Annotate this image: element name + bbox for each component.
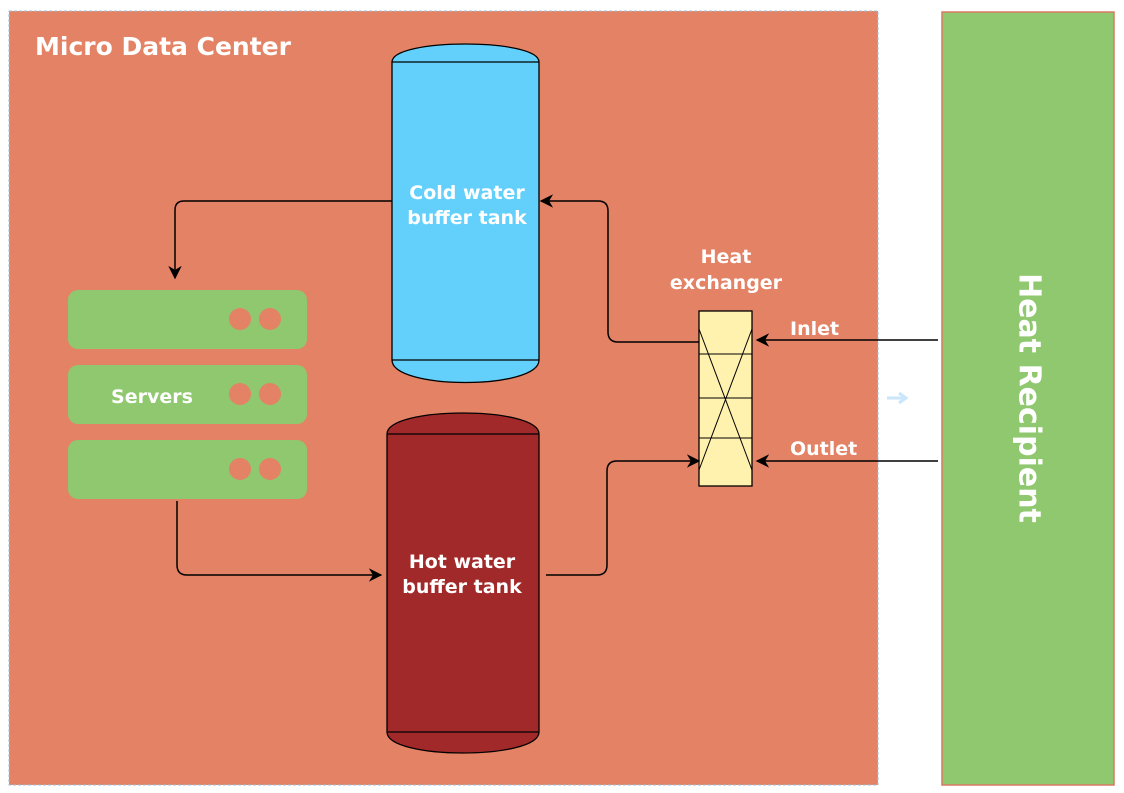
hot-tank-label-line2: buffer tank xyxy=(402,576,522,598)
outlet-label: Outlet xyxy=(790,438,857,460)
heat-exchanger-label-line2: exchanger xyxy=(670,272,783,294)
servers-label: Servers xyxy=(111,386,193,408)
servers-icon xyxy=(68,290,307,499)
hot-water-tank xyxy=(386,412,540,754)
heat-recipient-label: Heat Recipient xyxy=(1012,273,1047,523)
cold-tank-label-line1: Cold water xyxy=(409,182,525,204)
heat-exchanger xyxy=(698,310,753,487)
inlet-label: Inlet xyxy=(790,318,839,340)
cold-tank-label-line2: buffer tank xyxy=(407,207,527,229)
heat-exchanger-label-line1: Heat xyxy=(701,246,752,268)
arrow-exchanger-to-cold-tank xyxy=(539,194,699,343)
heat-recipient-block xyxy=(941,11,1115,786)
arrow-hot-tank-to-exchanger xyxy=(546,454,701,576)
container-title: Micro Data Center xyxy=(35,32,292,61)
arrow-servers-to-hot-tank xyxy=(176,501,383,582)
cold-water-tank xyxy=(391,43,540,384)
arrow-cold-tank-to-servers xyxy=(168,200,392,280)
faint-connector-arrow-icon xyxy=(887,391,909,405)
hot-tank-label-line1: Hot water xyxy=(409,551,516,573)
